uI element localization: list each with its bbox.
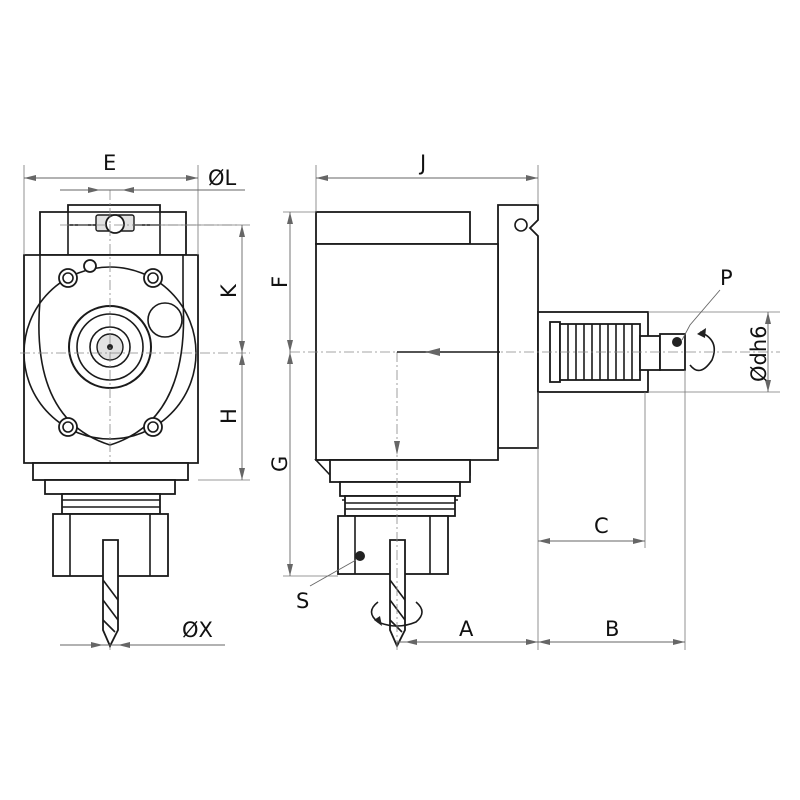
label-b: B (605, 617, 619, 641)
label-s: S (296, 589, 309, 613)
label-ol: ØL (208, 166, 237, 190)
bolt-bottom-left (58, 417, 78, 437)
label-k: K (217, 283, 241, 298)
label-g: G (268, 456, 292, 472)
front-view-dimensions (23, 165, 250, 648)
front-view (20, 190, 250, 650)
label-f: F (268, 276, 292, 288)
label-ox: ØX (182, 618, 213, 642)
bolt-top-left (58, 268, 78, 288)
label-e: E (103, 151, 116, 175)
dimension-labels: E ØL J K F H G P Ødh6 C S ØX A B (103, 151, 771, 642)
label-p: P (720, 266, 733, 290)
bolt-top-right (143, 268, 163, 288)
label-c: C (594, 514, 609, 538)
side-view (290, 204, 780, 650)
label-a: A (459, 617, 474, 641)
side-view-dimensions (283, 165, 780, 650)
bolt-bottom-right (143, 417, 163, 437)
label-j: J (418, 151, 426, 175)
label-odh6: Ødh6 (747, 325, 771, 382)
label-h: H (217, 408, 241, 424)
